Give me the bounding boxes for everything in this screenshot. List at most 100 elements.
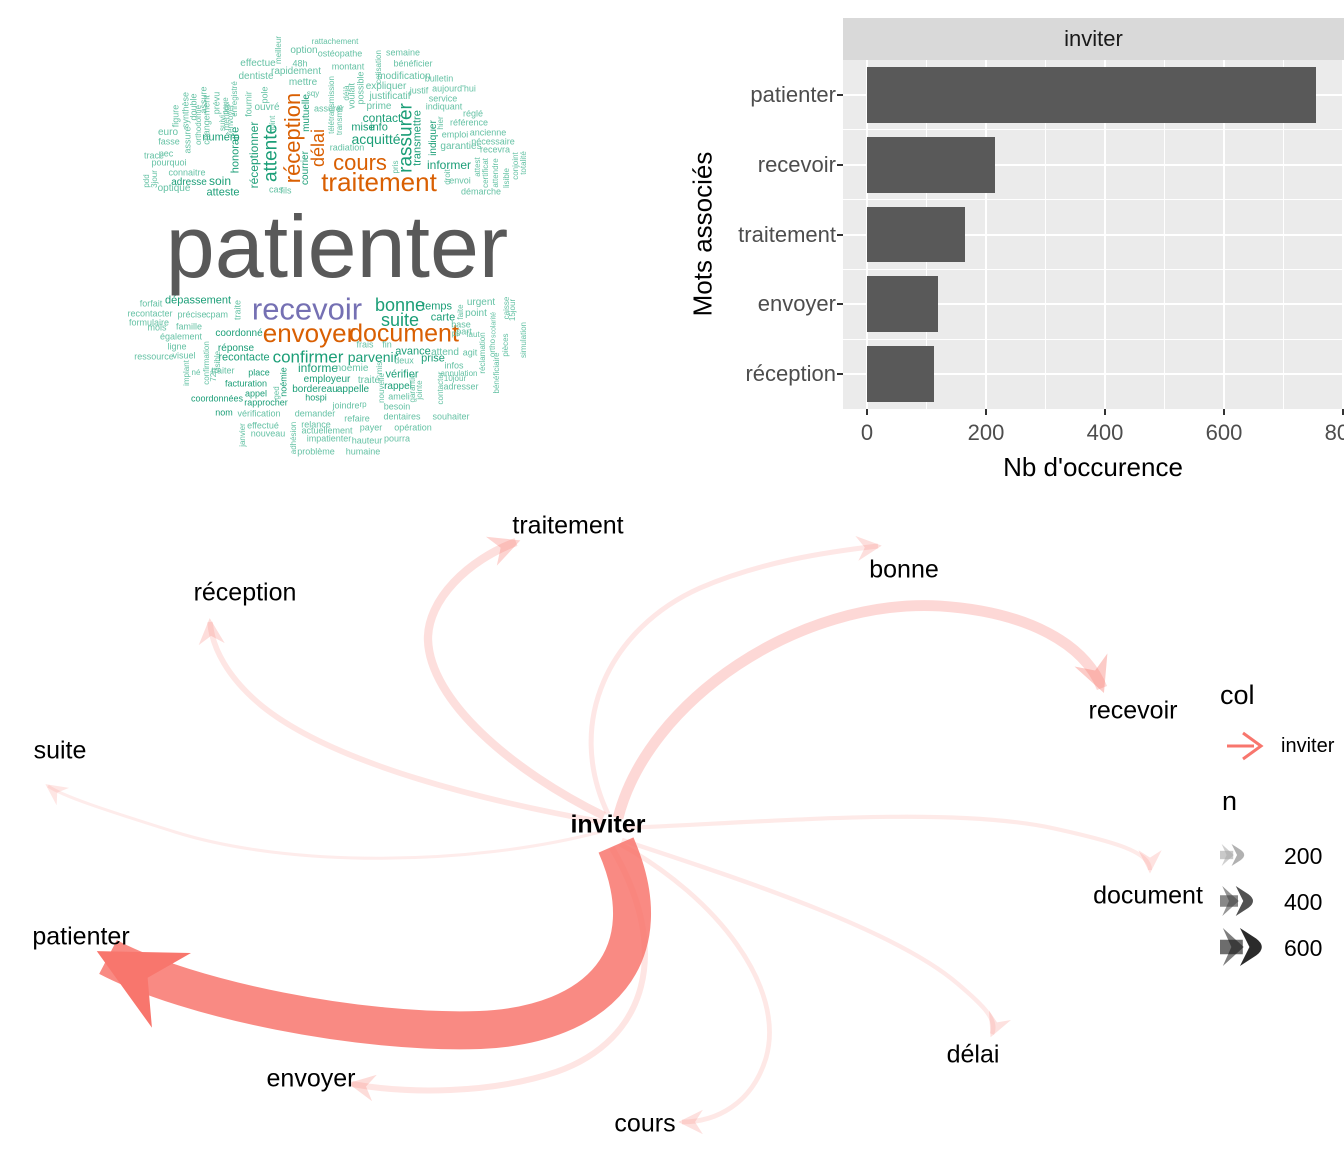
cloud-word: assurer (313, 103, 345, 114)
cloud-word: coordonné (215, 328, 263, 339)
cloud-word: part (456, 326, 472, 337)
cloud-word: cours (333, 150, 387, 175)
cloud-word: option (290, 45, 318, 56)
cloud-word: fils (280, 185, 292, 196)
cloud-word: parvenir (347, 349, 399, 365)
x-tick-label: 200 (967, 420, 1005, 445)
grid-minor-h (843, 199, 1344, 201)
cloud-word: deux (394, 355, 414, 366)
x-tick-mark (1104, 409, 1106, 415)
cloud-word: ostéopathe (317, 48, 363, 59)
cloud-word: forfait (139, 298, 163, 309)
cloud-word: ouvré (254, 102, 280, 113)
cloud-word: traité (357, 375, 381, 386)
cloud-word: humaine (345, 446, 381, 457)
cloud-word: infos (444, 360, 464, 371)
cloud-word: effectue (240, 58, 276, 69)
cloud-word: employeur (303, 374, 351, 385)
cloud-word: recontacte (218, 351, 270, 364)
cloud-word: carte (430, 311, 456, 324)
grid-major-h (843, 373, 1344, 376)
cloud-word: nécessaire (471, 136, 515, 147)
edge-inviter-patienter (96, 837, 651, 1050)
edge-inviter-cours (618, 841, 772, 1135)
cloud-word: jointe (415, 380, 424, 400)
cloud-word: demander (294, 408, 336, 419)
x-tick-label: 800 (1324, 420, 1344, 445)
cloud-word: document (349, 319, 459, 348)
edge-inviter-document (623, 814, 1162, 874)
edge-color-legend-arrow-icon (1227, 731, 1264, 761)
edge-inviter-envoyer (348, 846, 648, 1102)
cloud-word: possible (355, 71, 366, 105)
cloud-word: montant (331, 61, 365, 72)
edge-inviter-délai (621, 837, 1012, 1038)
cloud-word: prime (366, 101, 392, 112)
bar-patienter (867, 67, 1317, 123)
graph-edges (45, 535, 1162, 1135)
y-tick-label: réception (745, 361, 836, 387)
bar-chart-panel (843, 60, 1344, 409)
cloud-word: connaitre (168, 167, 206, 178)
cloud-word: ressource (134, 351, 174, 362)
node-label-patienter: patienter (32, 922, 130, 951)
n-legend-arrow-200 (1220, 844, 1245, 866)
cloud-word: hospi (305, 392, 327, 403)
cloud-word: pole (259, 86, 270, 104)
cloud-word: noemie (335, 363, 369, 374)
cloud-word: garantie (408, 373, 417, 403)
cloud-word: trace (143, 150, 165, 161)
cloud-word: dépassement (164, 294, 232, 307)
cloud-word: rp (359, 400, 367, 409)
cloud-word: base (451, 319, 471, 330)
cloud-word: justificatif (369, 91, 411, 102)
facet-strip: inviter (843, 18, 1344, 60)
cloud-word: agit (462, 347, 478, 358)
cloud-word: délai (308, 128, 328, 168)
edge-inviter-suite (45, 784, 601, 860)
cloud-word: fasse (158, 136, 180, 147)
bar-envoyer (867, 276, 939, 333)
cloud-word: recevra (479, 144, 511, 155)
cloud-word: relance (301, 419, 331, 430)
cloud-word: cas (268, 184, 284, 195)
cloud-word: transmis (335, 104, 344, 136)
cloud-word: suite (380, 310, 420, 330)
cloud-word: envoi (449, 175, 471, 186)
cloud-word: attendre (491, 158, 500, 188)
cloud-word: avance (395, 345, 431, 358)
cloud-word: nom (215, 407, 233, 418)
cloud-word: visible (213, 350, 222, 374)
cloud-word: attest (473, 157, 482, 177)
cloud-word: appel (244, 388, 268, 399)
y-tick-mark (837, 93, 843, 96)
edge-width-legend-title: n (1222, 786, 1238, 816)
cloud-word: traitement (321, 167, 437, 197)
cloud-word: modification (377, 71, 431, 82)
cloud-word: joindre (332, 400, 360, 411)
cloud-word: assure (198, 86, 209, 114)
cloud-word: place (248, 367, 270, 378)
grid-major-h (843, 163, 1344, 166)
cloud-word: envoyer (262, 318, 356, 348)
cloud-word: pdd (142, 174, 151, 188)
cloud-word: simulation (519, 321, 528, 359)
y-tick-label: traitement (738, 221, 836, 247)
cloud-word: certificat (481, 158, 490, 188)
cloud-word: cpam (205, 309, 229, 320)
cloud-word: soin (208, 174, 232, 188)
cloud-word: ameli (388, 391, 410, 402)
cloud-word: également (159, 331, 203, 342)
cloud-word: garanties (440, 141, 482, 152)
cloud-word: aujourd'hui (432, 83, 476, 94)
node-label-bonne: bonne (869, 555, 939, 584)
cloud-word: ged (272, 386, 281, 400)
cloud-word: service (428, 93, 458, 104)
cloud-word: info (370, 121, 388, 134)
cloud-word: informe (297, 361, 339, 375)
node-label-document: document (1093, 881, 1203, 910)
x-tick-mark (866, 409, 868, 415)
bar-recevoir (867, 136, 995, 193)
